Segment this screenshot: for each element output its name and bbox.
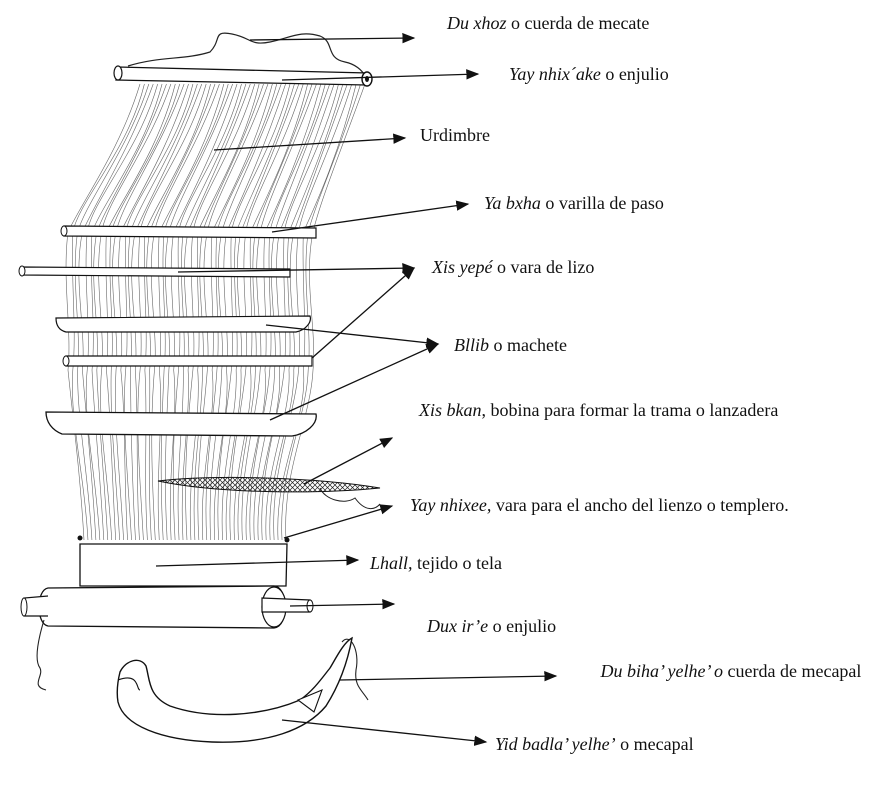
warp-thread — [265, 83, 344, 541]
label-lhall: Lhall, tejido o tela — [370, 553, 502, 573]
left-strap-rope — [36, 619, 47, 691]
warp-thread — [281, 83, 361, 541]
heddle-rod — [18, 265, 291, 278]
arrow-dux-ire — [289, 599, 396, 610]
warp-thread — [197, 83, 269, 541]
warp-thread — [127, 83, 198, 541]
warp-thread — [91, 83, 163, 541]
warp-thread — [72, 83, 145, 541]
warp-thread — [85, 83, 158, 541]
warp-thread — [229, 83, 304, 541]
warp-thread — [277, 83, 357, 541]
label-yay-nhixake: Yay nhix´ake o enjulio — [509, 64, 669, 84]
arrow-yay-nhixee — [283, 504, 394, 539]
arrow-lhall — [155, 555, 360, 567]
warp-thread — [193, 83, 264, 541]
warp-thread — [112, 83, 185, 541]
label-bllib: Bllib o machete — [454, 335, 567, 355]
warp-thread — [285, 83, 366, 541]
warp-thread — [143, 83, 211, 541]
arrow-urdimbre — [213, 133, 407, 151]
warp-threads — [65, 83, 366, 541]
top-beam — [113, 65, 373, 87]
warp-thread — [169, 83, 238, 541]
arrow-du-biha — [339, 671, 558, 682]
warp-thread — [74, 83, 150, 541]
label-xis-bkan: Xis bkan, bobina para formar la trama o … — [419, 400, 779, 420]
warp-thread — [150, 83, 220, 541]
arrow-yid-badla — [281, 719, 488, 746]
warp-thread — [221, 83, 295, 541]
warp-thread — [241, 83, 317, 541]
arrow-yay-nhixake — [281, 69, 480, 81]
warp-thread — [157, 83, 225, 541]
warp-thread — [131, 83, 203, 541]
warp-thread — [124, 83, 194, 541]
warp-thread — [257, 83, 335, 541]
shuttle-thread — [319, 487, 381, 509]
warp-thread — [165, 83, 233, 541]
warp-thread — [201, 83, 273, 541]
warp-thread — [177, 83, 247, 541]
warp-thread — [249, 83, 326, 541]
warp-thread — [189, 83, 260, 541]
label-yid-badla: Yid badla’ yelhe’ o mecapal — [495, 734, 694, 754]
warp-thread — [217, 83, 291, 541]
lower-rod — [62, 355, 313, 367]
warp-thread — [146, 83, 216, 541]
templero-end-left — [77, 535, 83, 541]
warp-thread — [172, 83, 242, 541]
warp-thread — [209, 83, 282, 541]
shuttle-bobbin — [157, 476, 381, 493]
arrow-xis-bkan — [303, 437, 394, 485]
label-yay-nhixee: Yay nhixee, vara para el ancho del lienz… — [410, 495, 789, 515]
label-dux-ire: Dux ir’e o enjulio — [427, 616, 557, 636]
arrow-bllib-b — [269, 343, 440, 421]
arrow-xis-yepe-b — [311, 267, 415, 359]
warp-thread — [137, 83, 207, 541]
warp-thread — [181, 83, 251, 541]
warp-thread — [269, 83, 348, 541]
warp-thread — [78, 83, 154, 541]
label-xis-yepe: Xis yepé o vara de lizo — [432, 257, 595, 277]
leader-arrows — [155, 32, 558, 746]
warp-thread — [205, 83, 278, 541]
backstrap-mecapal — [116, 636, 353, 743]
warp-thread — [98, 83, 172, 541]
warp-thread — [160, 83, 229, 541]
warp-thread — [253, 83, 330, 541]
templero-end-right — [284, 537, 290, 543]
label-ya-bxha: Ya bxha o varilla de paso — [484, 193, 664, 213]
label-urdimbre: Urdimbre — [420, 125, 490, 145]
arrow-ya-bxha — [271, 200, 470, 233]
warp-thread — [273, 83, 353, 541]
label-du-xhoz: Du xhoz o cuerda de mecate — [447, 13, 650, 33]
top-rope — [127, 32, 366, 77]
batten-machete — [45, 411, 317, 437]
warp-thread — [118, 83, 189, 541]
warp-thread — [213, 83, 286, 541]
arrow-bllib-a — [265, 324, 440, 348]
warp-thread — [93, 83, 167, 541]
arrow-du-xhoz — [249, 32, 416, 44]
shed-rod — [60, 225, 317, 239]
warp-thread — [109, 83, 180, 541]
warp-thread — [237, 83, 313, 541]
label-du-biha: Du biha’ yelhe’ o cuerda de mecapal — [600, 661, 862, 681]
warp-thread — [105, 83, 176, 541]
warp-thread — [65, 83, 141, 541]
warp-thread — [261, 83, 339, 541]
warp-thread — [233, 83, 308, 541]
arrow-xis-yepe-a — [177, 262, 416, 274]
batten-upper — [55, 315, 311, 333]
warp-thread — [225, 83, 300, 541]
warp-thread — [185, 83, 255, 541]
cloth-beam-roll — [20, 585, 314, 629]
warp-thread — [245, 83, 322, 541]
